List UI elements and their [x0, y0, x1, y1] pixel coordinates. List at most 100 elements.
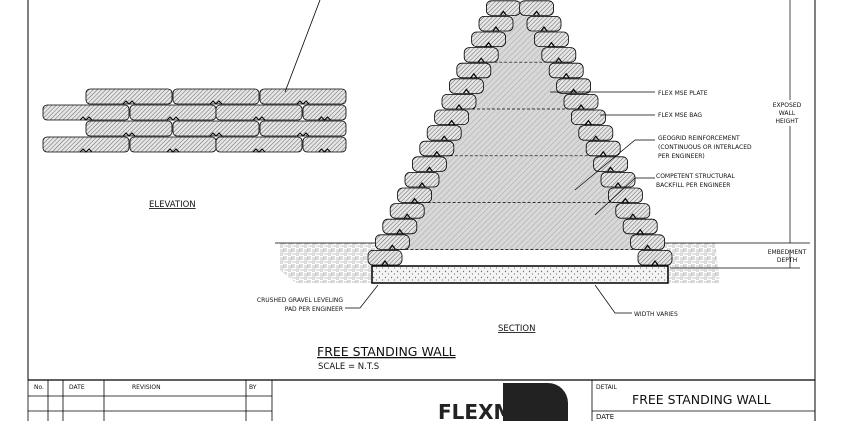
- logo-shape: [503, 383, 568, 421]
- elevation-bag: [172, 120, 260, 137]
- connector-plate: [485, 41, 555, 47]
- connector-plate: [252, 148, 266, 153]
- label-flex-mse-plate: FLEX MSE PLATE: [658, 90, 708, 97]
- connector-plate: [440, 135, 600, 141]
- section-bag: [441, 94, 477, 110]
- connector-plate: [122, 100, 136, 105]
- section-bag: [434, 109, 470, 126]
- soil-left: [280, 243, 380, 283]
- elevation-bag: [129, 104, 217, 121]
- label-geogrid-1: GEOGRID REINFORCEMENT: [658, 135, 740, 142]
- section-bag: [615, 203, 651, 219]
- elevation-bag: [259, 88, 347, 105]
- elevation-bag: [172, 88, 260, 105]
- label-embed-2: DEPTH: [777, 257, 797, 264]
- section-bag: [622, 218, 658, 235]
- section-bag: [563, 94, 599, 110]
- label-bg: [770, 100, 810, 126]
- connector-plate: [499, 10, 541, 16]
- connector-plate: [403, 213, 637, 219]
- connector-plate: [296, 100, 310, 105]
- connector-plate: [209, 100, 223, 105]
- col-revision: REVISION: [132, 384, 161, 391]
- section-bag: [389, 203, 425, 219]
- section-bag: [578, 125, 614, 141]
- label-exposed-3: HEIGHT: [776, 118, 799, 125]
- backfill-area: [385, 0, 655, 250]
- section-bag: [374, 234, 410, 250]
- connector-plate: [492, 26, 548, 32]
- elevation-bag: [215, 136, 303, 153]
- connector-plate: [318, 116, 331, 121]
- label-exposed-2: WALL: [779, 110, 796, 117]
- gravel-leveling-pad: [371, 265, 669, 284]
- connector-plate: [470, 72, 570, 79]
- label-embed-1: EMBEDMENT: [768, 249, 807, 256]
- section-bag: [367, 249, 403, 266]
- section-bag: [600, 171, 636, 188]
- section-bag: [382, 218, 418, 235]
- connector-plate: [79, 116, 93, 121]
- label-gravel-2: PAD PER ENGINEER: [285, 306, 343, 313]
- elevation-bag: [215, 104, 303, 121]
- section-bag: [478, 15, 514, 32]
- section-bag: [637, 249, 673, 266]
- label-exposed-1: EXPOSED: [773, 102, 802, 109]
- section-bag: [426, 125, 462, 141]
- detail-label: DETAIL: [596, 384, 617, 391]
- elevation-bags: [42, 88, 347, 153]
- connector-plate: [252, 116, 266, 121]
- col-by: BY: [249, 384, 257, 391]
- section-bag: [541, 47, 577, 63]
- drawing-scale: SCALE = N.T.S: [318, 362, 379, 372]
- section-bag: [608, 187, 643, 204]
- elevation-bag: [259, 120, 347, 137]
- connector-plate: [411, 197, 629, 203]
- section-bag: [404, 171, 440, 188]
- col-date: DATE: [69, 384, 85, 391]
- connector-plate: [396, 228, 644, 235]
- section-bag: [548, 62, 584, 79]
- connector-plate: [381, 260, 659, 266]
- connector-plate: [79, 148, 93, 153]
- elevation-bag: [302, 136, 347, 153]
- section-bag: [571, 109, 606, 126]
- section-label: SECTION: [498, 324, 535, 334]
- connector-plate: [166, 116, 180, 121]
- connector-plate: [455, 104, 585, 110]
- section-bags: [367, 0, 673, 266]
- elevation-bag: [129, 136, 217, 153]
- elevation-bag: [302, 104, 347, 121]
- connector-plate: [209, 132, 223, 137]
- section-bag: [419, 140, 455, 157]
- connector-plate: [425, 166, 615, 172]
- section-bag: [411, 156, 447, 172]
- section-bag: [448, 78, 484, 94]
- connector-plate: [296, 132, 310, 137]
- elevation-label: ELEVATION: [149, 200, 196, 210]
- section-bag: [526, 15, 562, 32]
- connector-plate: [388, 244, 652, 250]
- drawing-title: FREE STANDING WALL: [317, 344, 456, 359]
- section-bag: [463, 47, 499, 63]
- label-geogrid-2: (CONTINUOUS OR INTERLACED: [658, 144, 752, 151]
- elevation-bag: [42, 136, 130, 153]
- label-geogrid-3: PER ENGINEER): [658, 153, 705, 160]
- section-bag: [556, 78, 591, 94]
- title-block: [27, 379, 815, 421]
- section-bag: [630, 234, 665, 250]
- connector-plate: [448, 119, 592, 125]
- geogrid-lines: [395, 61, 645, 250]
- col-no: No.: [34, 384, 44, 391]
- connector-plate: [433, 150, 607, 157]
- detail-value: FREE STANDING WALL: [632, 392, 771, 407]
- connector-plate: [477, 57, 563, 63]
- section-bag: [471, 31, 507, 48]
- label-backfill-1: COMPETENT STRUCTURAL: [656, 173, 735, 180]
- label-width-varies: WIDTH VARIES: [634, 311, 678, 318]
- connector-plate: [122, 132, 136, 137]
- logo-text: FLEXMSE: [438, 400, 541, 421]
- leader-elevation: [284, 0, 321, 93]
- section-bag: [593, 156, 628, 172]
